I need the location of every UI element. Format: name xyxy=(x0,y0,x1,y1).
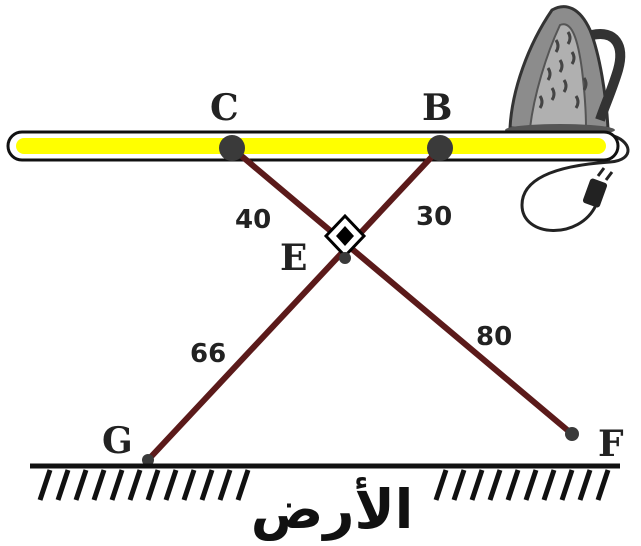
iron-icon xyxy=(505,5,626,136)
label-G: G xyxy=(102,420,133,462)
right-angle-marker xyxy=(323,213,367,264)
ground-hatch-line xyxy=(73,469,89,501)
ground-hatch-line xyxy=(469,469,485,501)
label-E: E xyxy=(280,237,307,279)
joint-C xyxy=(219,135,245,161)
ground-hatch-line xyxy=(451,469,467,501)
ground-label: الأرض xyxy=(251,477,413,542)
ironing-board xyxy=(6,130,620,162)
ground-hatch-line xyxy=(433,469,449,501)
ground-hatch-line xyxy=(91,469,107,501)
joint-G xyxy=(142,454,154,466)
ground-hatch-line xyxy=(235,469,251,501)
ground-hatch-line xyxy=(541,469,557,501)
ground-hatch-line xyxy=(595,469,611,501)
ground-hatch-line xyxy=(163,469,179,501)
ground-hatch-line xyxy=(109,469,125,501)
ground-hatch-line xyxy=(199,469,215,501)
ground-hatch-line xyxy=(145,469,161,501)
ground-hatch-line xyxy=(37,469,53,501)
ground xyxy=(30,463,620,501)
joint-B xyxy=(427,135,453,161)
leg-CF xyxy=(230,145,574,437)
ground-hatch-line xyxy=(523,469,539,501)
label-B: B xyxy=(422,87,452,129)
ground-hatch-line xyxy=(487,469,503,501)
plug-icon xyxy=(520,133,630,232)
length-GE: 66 xyxy=(190,339,226,369)
length-BE: 30 xyxy=(416,202,452,232)
label-C: C xyxy=(210,87,239,129)
length-EF: 80 xyxy=(476,322,512,352)
label-F: F xyxy=(598,423,624,465)
length-CE: 40 xyxy=(235,205,271,235)
ground-hatch-line xyxy=(181,469,197,501)
ground-hatch-line xyxy=(505,469,521,501)
ground-hatch-line xyxy=(55,469,71,501)
joint-F xyxy=(565,427,579,441)
leg-BG xyxy=(145,145,443,463)
ground-hatch-line xyxy=(559,469,575,501)
ground-hatch-line xyxy=(127,469,143,501)
ground-hatch-line xyxy=(217,469,233,501)
ground-hatch-line xyxy=(577,469,593,501)
